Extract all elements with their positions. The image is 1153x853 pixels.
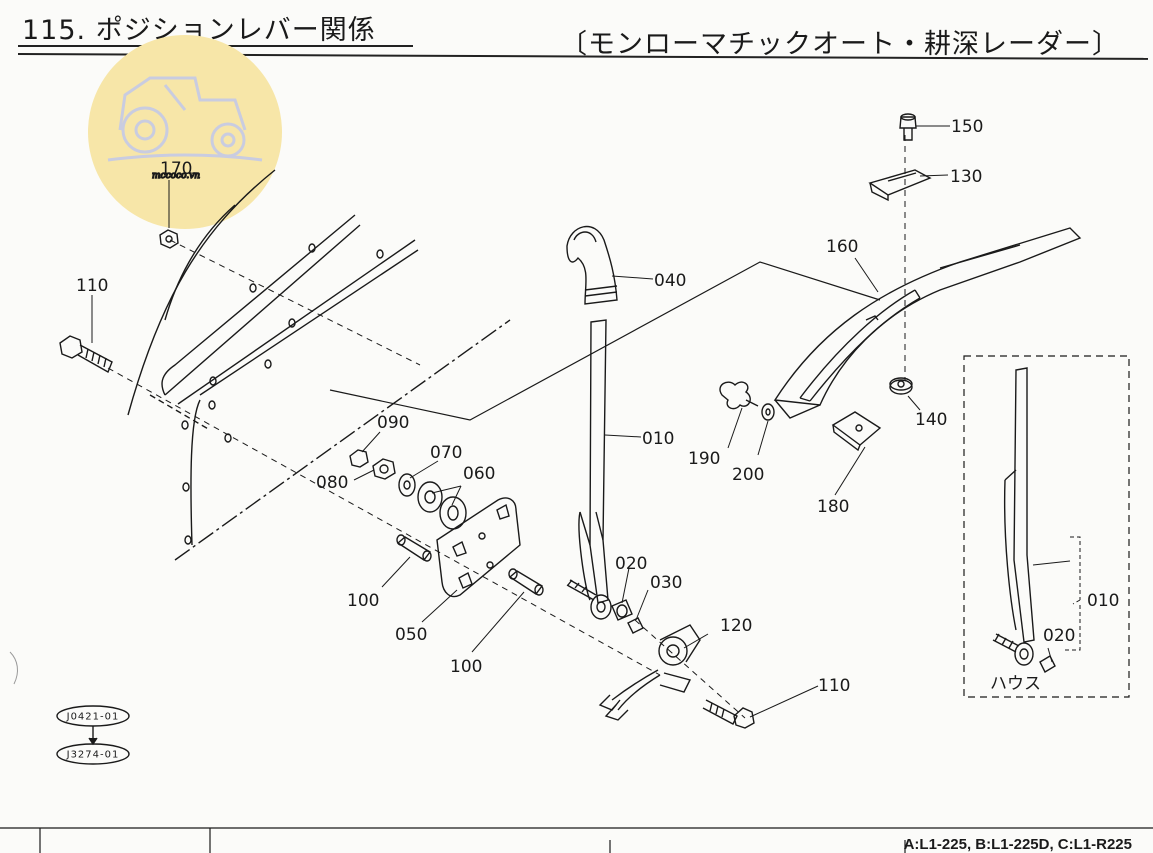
part-130-plate [868,169,932,202]
inset-label-020: 020 [1043,626,1075,646]
label-part-100-right: 100 [450,657,482,677]
label-part-170: 170 [160,159,192,179]
fender-panel [127,169,511,561]
label-part-010: 010 [642,429,674,449]
part-040-grip [566,225,618,305]
part-170-nut [159,229,179,249]
part-labels: 150 130 170 160 040 110 140 090 070 060 … [66,117,1132,853]
part-180-pad [831,411,882,452]
inset-label-010: 010 [1087,591,1119,611]
reference-new: J3274-01 [66,750,120,761]
model-variants: A:L1-225, B:L1-225D, C:L1-R225 [904,836,1132,853]
label-part-180: 180 [817,497,849,517]
part-200-washer [761,403,775,421]
page-subtitle: 〔モンローマチックオート・耕深レーダー〕 [560,29,1120,60]
part-010-lever [566,319,612,620]
label-part-090: 090 [377,413,409,433]
part-050-plate [436,497,521,598]
part-110-bolt-upper [59,335,113,374]
label-part-040: 040 [654,271,686,291]
label-part-080: 080 [316,473,348,493]
label-part-150: 150 [951,117,983,137]
label-part-200: 200 [732,465,764,485]
part-080-nut [372,458,396,480]
label-part-120: 120 [720,616,752,636]
part-110-bolt-lower [702,699,755,729]
watermark-logo: mccoco.vn [88,35,282,229]
part-150-bolt [899,113,917,141]
label-part-130: 130 [950,167,982,187]
label-part-100-left: 100 [347,591,379,611]
part-100-spacer-right [508,568,544,596]
footer-table [0,827,1153,853]
label-part-190: 190 [688,449,720,469]
inset-housing-detail [963,355,1130,698]
inset-housing-label: ハウス [990,674,1041,694]
label-part-140: 140 [915,410,947,430]
label-part-070: 070 [430,443,462,463]
part-140-nut [889,377,913,395]
label-part-030: 030 [650,573,682,593]
label-part-060: 060 [463,464,495,484]
part-120-switch [598,624,701,721]
label-part-020: 020 [615,554,647,574]
label-part-050: 050 [395,625,427,645]
part-020-collar [611,599,633,621]
label-part-110-upper: 110 [76,276,108,296]
label-part-110-lower: 110 [818,676,850,696]
part-060-spring [417,481,467,530]
watermark-text: mccoco.vn [152,171,200,181]
part-090-nut [349,449,369,468]
label-part-160: 160 [826,237,858,257]
reference-old: J0421-01 [66,712,120,723]
reference-tags [56,705,130,765]
part-070-washer [398,473,416,497]
part-190-knob [719,381,759,410]
part-100-spacer-left [396,534,432,562]
part-030-bushing [627,617,644,634]
part-160-guide [773,227,1082,419]
